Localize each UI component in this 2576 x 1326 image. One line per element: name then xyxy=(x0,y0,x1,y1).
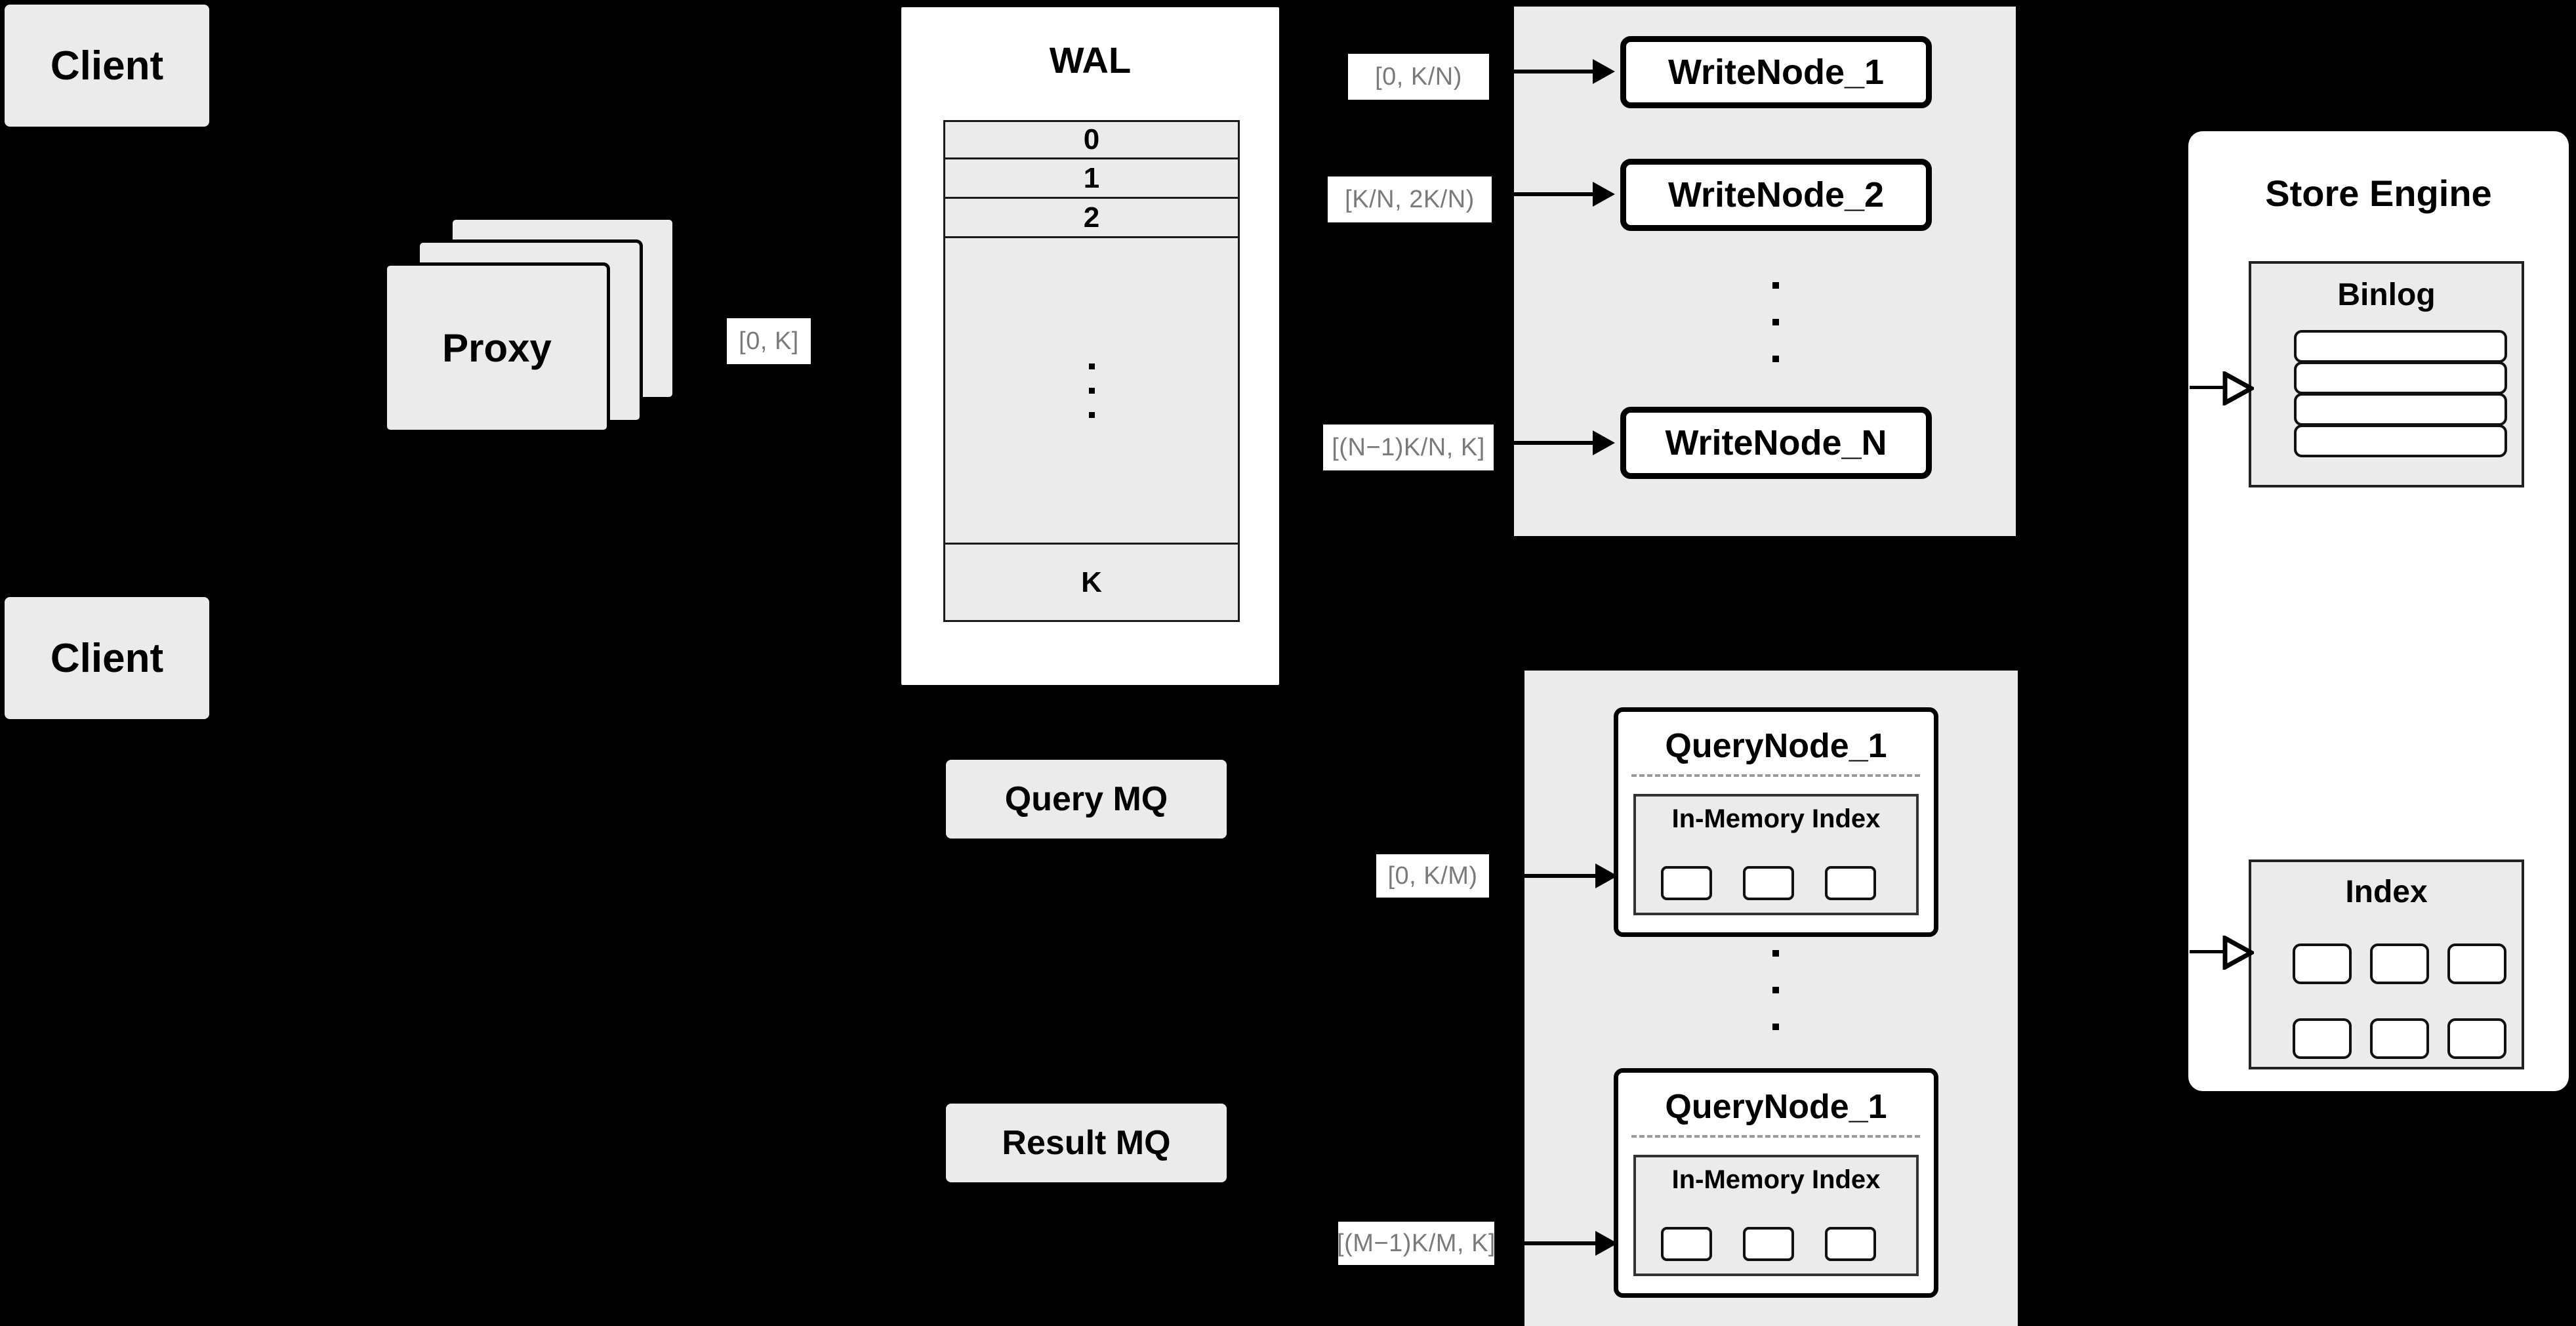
in-memory-index-cell xyxy=(1661,1227,1712,1261)
write-node-2-arrow-head-icon xyxy=(1593,182,1615,207)
query-node-ellipsis xyxy=(1772,950,1779,1030)
in-memory-index-cell xyxy=(1661,866,1712,900)
write-node-n-arrow-line xyxy=(1514,441,1594,445)
index-arrow-head-icon xyxy=(2222,936,2254,970)
index-title: Index xyxy=(2345,875,2428,909)
write-node-label: WriteNode_1 xyxy=(1667,52,1885,92)
write-node-n-box[interactable]: WriteNode_N xyxy=(1620,407,1932,479)
query-node-2-arrow-line xyxy=(1524,1241,1597,1245)
wal-row-1: 1 xyxy=(943,159,1240,199)
result-mq-label: Result MQ xyxy=(1002,1124,1171,1162)
binlog-row xyxy=(2294,425,2507,457)
ellipsis-dot-icon xyxy=(1772,356,1779,362)
ellipsis-dot-icon xyxy=(1772,950,1779,957)
proxy-output-range-label: [0, K] xyxy=(727,318,811,364)
query-node-2-arrow-head-icon xyxy=(1595,1231,1618,1256)
in-memory-index-title: In-Memory Index xyxy=(1671,804,1881,833)
write-node-label: WriteNode_N xyxy=(1665,423,1887,463)
wal-row-ellipsis xyxy=(943,238,1240,545)
query-node-1-range-label: [0, K/M) xyxy=(1376,854,1489,898)
client-label: Client xyxy=(50,43,164,89)
in-memory-index-cell xyxy=(1825,1227,1876,1261)
index-cell xyxy=(2293,943,2352,984)
in-memory-index-cell xyxy=(1825,866,1876,900)
write-node-2-box[interactable]: WriteNode_2 xyxy=(1620,159,1932,231)
binlog-arrow-line xyxy=(2190,386,2230,389)
client-label: Client xyxy=(50,635,164,681)
result-mq-box[interactable]: Result MQ xyxy=(946,1104,1227,1182)
client-box-1[interactable]: Client xyxy=(5,5,209,127)
query-mq-box[interactable]: Query MQ xyxy=(946,760,1227,839)
index-arrow-line xyxy=(2190,950,2230,953)
wal-row-last: K xyxy=(943,545,1240,622)
write-node-2-arrow-line xyxy=(1514,192,1594,196)
write-node-2-range-label: [K/N, 2K/N) xyxy=(1328,176,1492,222)
query-node-title: QueryNode_1 xyxy=(1665,1088,1887,1126)
write-node-1-arrow-line xyxy=(1514,70,1594,73)
index-cell xyxy=(2370,943,2429,984)
write-node-n-range-label: [(N−1)K/N, K] xyxy=(1323,425,1494,470)
in-memory-index-cell xyxy=(1743,866,1794,900)
wal-row-0: 0 xyxy=(943,120,1240,159)
query-node-1-arrow-line xyxy=(1524,874,1597,878)
write-node-n-arrow-head-icon xyxy=(1593,430,1615,455)
binlog-row xyxy=(2294,393,2507,426)
wal-title: WAL xyxy=(1049,39,1132,81)
write-node-1-box[interactable]: WriteNode_1 xyxy=(1620,36,1932,108)
proxy-card-front[interactable]: Proxy xyxy=(384,262,610,433)
index-cell xyxy=(2447,943,2506,984)
ellipsis-dot-icon xyxy=(1088,387,1095,394)
ellipsis-dot-icon xyxy=(1088,411,1095,418)
wal-row-2: 2 xyxy=(943,199,1240,238)
ellipsis-dot-icon xyxy=(1772,987,1779,993)
ellipsis-dot-icon xyxy=(1088,363,1095,369)
binlog-title: Binlog xyxy=(2337,278,2436,312)
index-cell xyxy=(2370,1018,2429,1059)
binlog-row xyxy=(2294,330,2507,363)
query-node-title: QueryNode_1 xyxy=(1665,727,1887,765)
query-node-2-range-label: [(M−1)K/M, K] xyxy=(1337,1222,1495,1265)
query-node-2-separator xyxy=(1631,1135,1920,1138)
write-node-1-range-label: [0, K/N) xyxy=(1348,54,1489,100)
ellipsis-dot-icon xyxy=(1772,282,1779,289)
client-box-2[interactable]: Client xyxy=(5,597,209,719)
write-node-1-arrow-head-icon xyxy=(1593,59,1615,84)
ellipsis-dot-icon xyxy=(1772,319,1779,325)
proxy-label: Proxy xyxy=(442,325,552,370)
query-node-1-separator xyxy=(1631,774,1920,777)
query-node-1-arrow-head-icon xyxy=(1595,863,1618,888)
index-cell xyxy=(2447,1018,2506,1059)
in-memory-index-cell xyxy=(1743,1227,1794,1261)
in-memory-index-title: In-Memory Index xyxy=(1671,1165,1881,1194)
write-node-label: WriteNode_2 xyxy=(1667,175,1885,215)
binlog-row xyxy=(2294,362,2507,394)
binlog-arrow-head-icon xyxy=(2222,371,2254,405)
index-cell xyxy=(2293,1018,2352,1059)
store-engine-title: Store Engine xyxy=(2265,173,2492,214)
query-mq-label: Query MQ xyxy=(1004,780,1168,818)
ellipsis-dot-icon xyxy=(1772,1024,1779,1030)
write-node-ellipsis xyxy=(1772,282,1779,362)
